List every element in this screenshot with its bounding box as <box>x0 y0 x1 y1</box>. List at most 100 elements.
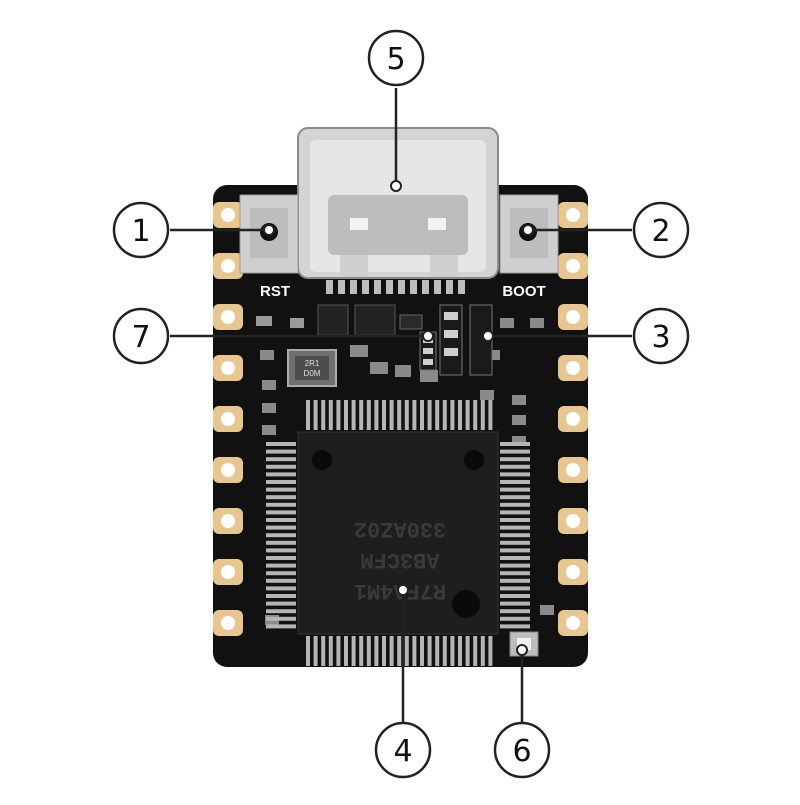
mcu-pin <box>500 540 530 545</box>
mcu-pin <box>500 616 530 621</box>
callout-number-4: 4 <box>393 734 412 769</box>
mcu-pin <box>500 510 530 515</box>
usb-pin <box>410 280 417 294</box>
pin-pad <box>558 610 588 636</box>
mcu-pin <box>321 636 326 666</box>
mcu-pin <box>266 601 296 606</box>
mcu-pin <box>450 400 455 430</box>
mcu-pin <box>266 442 296 446</box>
pin-pad <box>558 406 588 432</box>
mcu-pin <box>266 571 296 576</box>
mcu-pin <box>306 636 310 666</box>
mcu-pin <box>420 400 424 430</box>
mcu-pin <box>500 480 530 484</box>
mcu-pin <box>500 518 530 522</box>
chip-marking-line-2: AB3CFM <box>360 547 439 572</box>
mcu-pin <box>382 400 386 430</box>
callout-number-3: 3 <box>651 320 670 355</box>
mcu-pin <box>266 525 296 530</box>
pin-pad <box>213 508 243 534</box>
usb-pin <box>422 280 429 294</box>
mcu-pin <box>465 400 470 430</box>
mcu-pin <box>500 624 530 629</box>
mcu-pin <box>442 636 447 666</box>
pin-pad <box>213 406 243 432</box>
mcu-pin <box>404 400 409 430</box>
mcu-pin <box>389 400 394 430</box>
pin-pad <box>213 202 243 228</box>
pin-pad <box>558 304 588 330</box>
mcu-pin <box>435 636 440 666</box>
mcu-pin <box>313 636 318 666</box>
pin-pad <box>213 610 243 636</box>
pin-pad <box>558 508 588 534</box>
mcu-pin <box>500 578 530 583</box>
mcu-pin <box>266 533 296 538</box>
mcu-pin <box>465 636 470 666</box>
inductor: 2R1 D0M <box>287 349 337 387</box>
mcu-pin <box>500 556 530 560</box>
mcu-pin <box>266 609 296 614</box>
mcu-pin <box>480 400 485 430</box>
mcu-pin <box>500 548 530 553</box>
mcu-pin <box>427 636 432 666</box>
callout-number-2: 2 <box>651 214 670 249</box>
callout-number-5: 5 <box>386 42 405 77</box>
mcu-pin <box>500 563 530 568</box>
mcu-pin <box>336 636 341 666</box>
mcu-pin <box>266 457 296 462</box>
right-pin-pads <box>558 202 588 636</box>
pin-pad <box>558 559 588 585</box>
callout-1: 1 <box>112 201 170 259</box>
mcu-pin <box>266 624 296 629</box>
pin-pad <box>558 202 588 228</box>
callout-4: 4 <box>374 721 432 779</box>
mcu-pin <box>266 495 296 500</box>
mcu-pin <box>500 533 530 538</box>
callout-leader-lines <box>170 88 632 730</box>
mcu-pin <box>266 578 296 583</box>
smd-components <box>256 304 554 625</box>
mcu-pin <box>480 636 485 666</box>
callout-7: 7 <box>112 307 170 365</box>
mcu-pin <box>412 636 417 666</box>
callout-3: 3 <box>632 307 690 365</box>
mcu-chip: R7FA4M1 AB3CFM 330AZ02 <box>297 431 499 635</box>
mcu-pin <box>266 464 296 469</box>
mcu-pin <box>450 636 455 666</box>
usb-pin <box>398 280 405 294</box>
pin-pad <box>558 253 588 279</box>
usb-pin <box>350 280 357 294</box>
usb-pin <box>386 280 393 294</box>
mcu-pin <box>488 636 493 666</box>
mcu-pin <box>500 571 530 576</box>
mcu-pin <box>458 400 462 430</box>
mcu-pin <box>412 400 417 430</box>
mcu-pin <box>500 464 530 469</box>
mcu-pin <box>500 472 530 477</box>
usb-pin <box>446 280 453 294</box>
mcu-pin <box>266 510 296 515</box>
usb-pin-row <box>326 280 465 294</box>
mcu-pin <box>266 594 296 598</box>
mcu-pin <box>306 400 310 430</box>
mcu-pin <box>389 636 394 666</box>
mcu-pin <box>344 636 348 666</box>
mcu-pin <box>359 400 364 430</box>
pin-pad <box>558 355 588 381</box>
mcu-pin <box>458 636 462 666</box>
callout-number-1: 1 <box>131 214 150 249</box>
callout-number-6: 6 <box>512 734 531 769</box>
mcu-pin <box>500 525 530 530</box>
pin-pad <box>213 253 243 279</box>
mcu-pins-top <box>306 400 493 430</box>
mcu-pin <box>427 400 432 430</box>
mcu-pin <box>266 487 296 492</box>
mcu-pin <box>266 616 296 621</box>
callout-6: 6 <box>493 721 551 779</box>
mcu-pins-left <box>266 442 296 629</box>
mcu-pin <box>351 400 356 430</box>
mcu-pin <box>266 518 296 522</box>
inductor-marking-1: 2R1 <box>305 359 320 368</box>
mcu-pin <box>266 472 296 477</box>
